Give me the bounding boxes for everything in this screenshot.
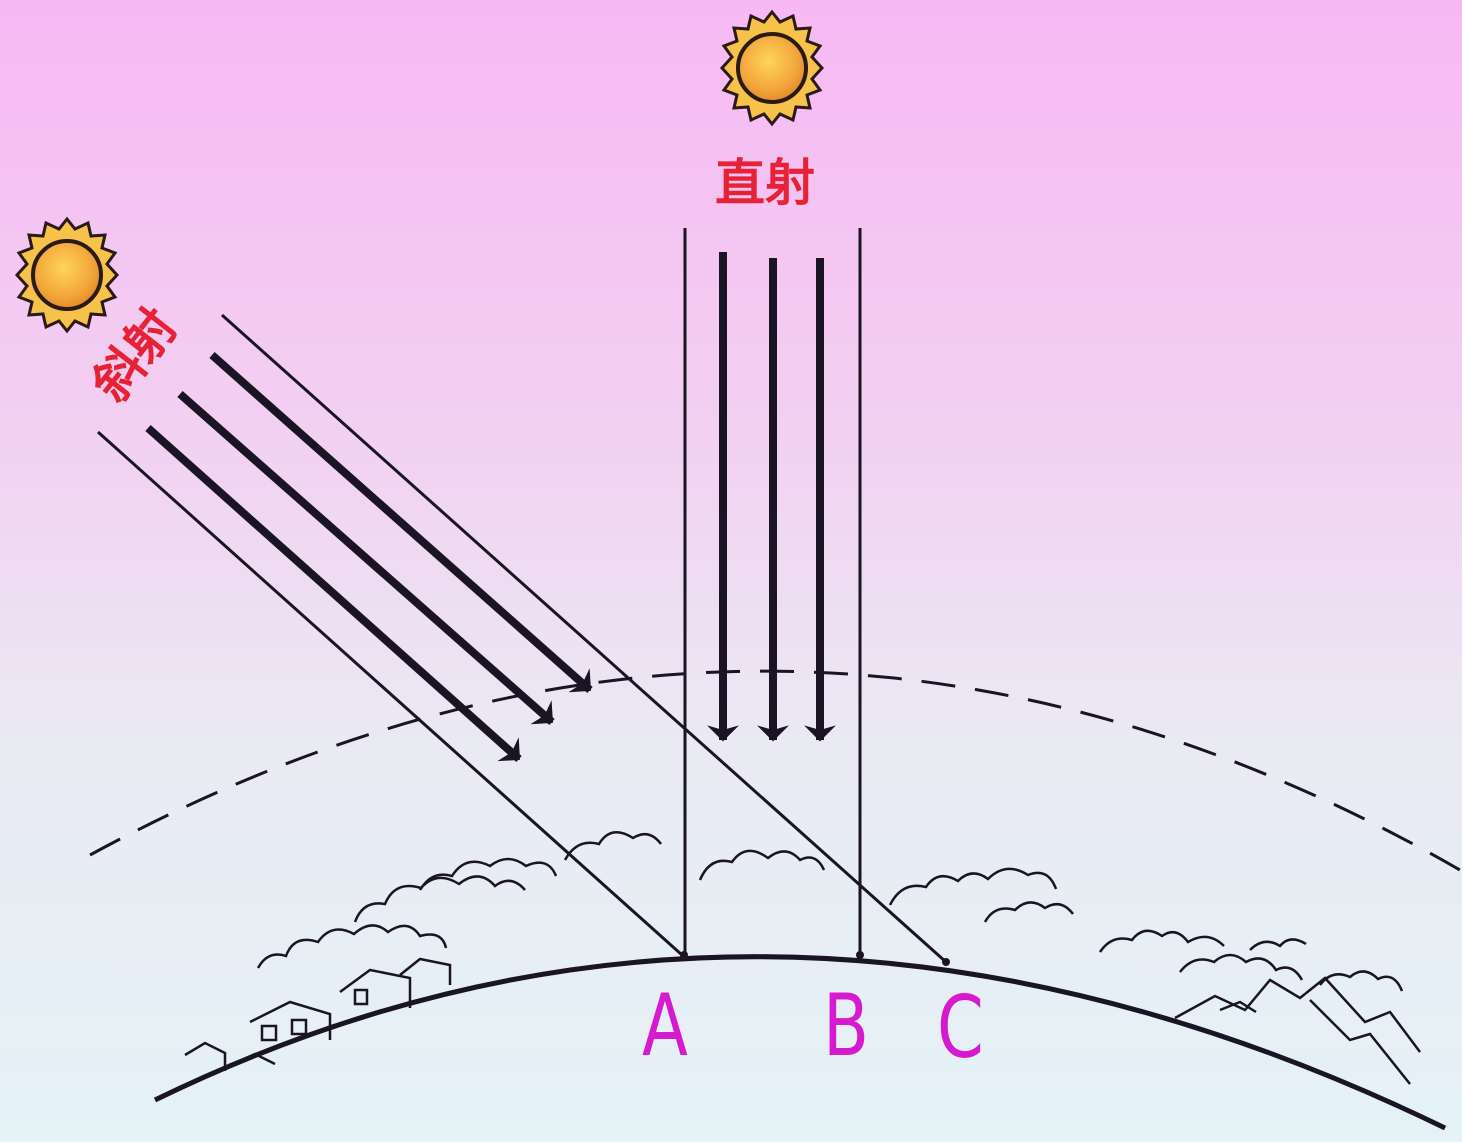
direct-ray-label: 直射	[715, 154, 815, 212]
oblique-boundary-ray-upper	[221, 313, 947, 964]
oblique-rays	[96, 313, 947, 964]
point-a-label: A	[642, 976, 688, 1076]
point-b-label: B	[823, 976, 870, 1076]
direct-rays	[683, 228, 862, 955]
sun-icon	[719, 9, 825, 127]
point-b-marker	[856, 951, 864, 959]
village	[184, 957, 452, 1084]
earth-surface	[153, 954, 1447, 1131]
oblique-arrow-3	[209, 352, 593, 693]
ground-points	[680, 951, 950, 966]
point-c-marker	[942, 958, 950, 966]
oblique-arrow-1	[145, 425, 522, 762]
oblique-arrow-2	[177, 390, 555, 726]
clouds	[256, 831, 1404, 992]
point-a-marker	[680, 951, 688, 959]
mountains	[1174, 976, 1421, 1085]
sun-icon	[14, 216, 120, 334]
point-c-label: C	[937, 978, 984, 1078]
oblique-boundary-ray-lower	[96, 430, 684, 957]
atmosphere-boundary	[89, 669, 1461, 872]
